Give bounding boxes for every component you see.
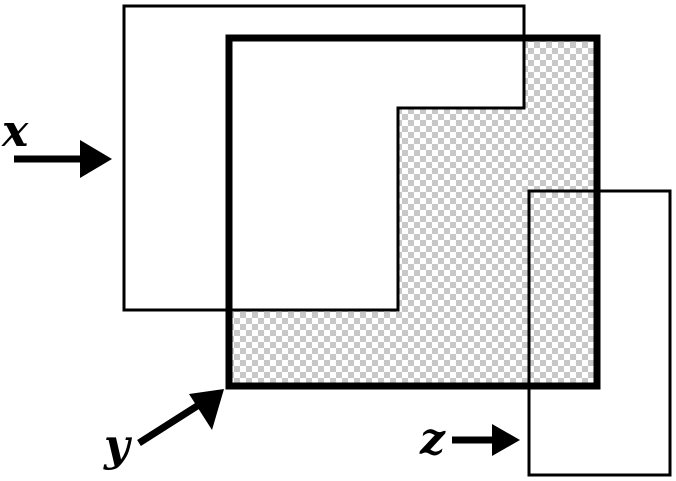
shaded-region [229,38,597,386]
label-z: z [419,414,446,465]
arrow-y-head [189,389,224,430]
arrow-x [14,140,112,178]
shape-y [225,34,601,390]
label-y: y [103,420,133,471]
shape-z [527,189,672,477]
label-x: x [1,106,29,157]
arrow-z-head [492,424,520,456]
arrow-x-head [80,140,112,178]
arrow-z [452,424,520,456]
unshaded-overlap-x-y [229,38,524,310]
shape-x [122,4,526,312]
arrow-y [137,389,224,446]
